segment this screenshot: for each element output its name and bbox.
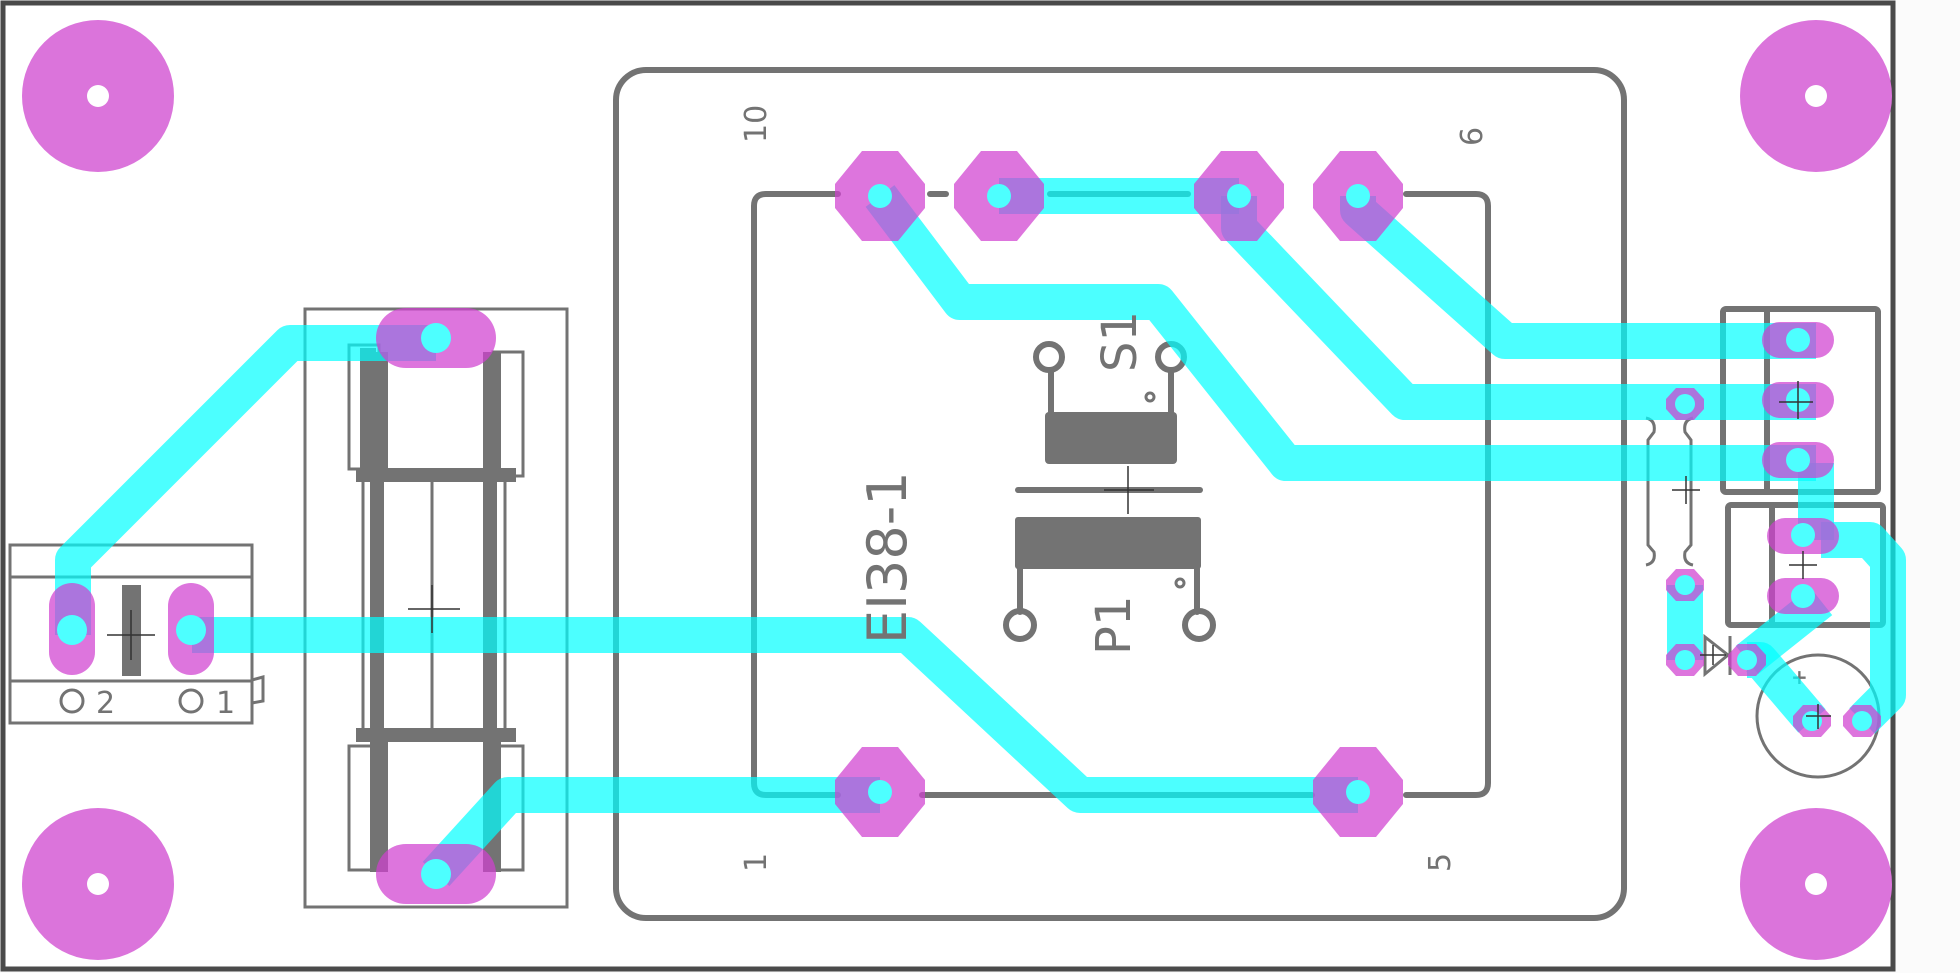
trace-pin10-to-connector <box>865 185 1816 481</box>
transformer-pad-1 <box>835 747 925 837</box>
capacitor-pad-plus <box>1793 705 1831 737</box>
trace-connector-to-capacitor <box>1821 522 1906 734</box>
resistor-pad-1 <box>1666 388 1704 420</box>
fuse-pad-top <box>376 308 496 368</box>
resistor-pad-2 <box>1666 569 1704 601</box>
button-designator: P1 <box>1086 596 1142 655</box>
diode-pad-anode <box>1666 644 1704 676</box>
transformer-pin-6-label: 6 <box>1455 127 1490 146</box>
transformer-outline <box>613 67 1627 921</box>
connector-small-pad-1 <box>1767 518 1839 554</box>
pin-2-marker <box>59 688 85 714</box>
transformer-pad-10 <box>835 151 925 241</box>
transformer-pad-9 <box>954 151 1044 241</box>
transformer-pin-1-label: 1 <box>739 853 774 872</box>
connector-small-pad-2 <box>1767 578 1839 614</box>
button-p1-outline <box>1003 517 1216 642</box>
terminal-pin-2-label: 2 <box>96 686 115 721</box>
board-outline <box>0 0 1896 972</box>
connector-right-pad-3 <box>1762 442 1834 478</box>
mounting-hole-bottom-left <box>22 808 174 960</box>
transformer-pad-6 <box>1313 151 1403 241</box>
transformer-pad-5 <box>1313 747 1403 837</box>
resistor-outline <box>1645 416 1694 567</box>
mounting-hole-bottom-right <box>1740 808 1892 960</box>
connector-right-pad-1 <box>1762 322 1834 358</box>
transformer-pin-5-label: 5 <box>1423 853 1458 872</box>
capacitor-pad-minus <box>1843 705 1881 737</box>
diode-pad-cathode <box>1728 644 1766 676</box>
transformer-pad-7 <box>1194 151 1284 241</box>
switch-designator: S1 <box>1092 311 1148 372</box>
transformer-pin-10-label: 10 <box>739 105 774 143</box>
terminal-pad-2 <box>49 583 95 675</box>
pin-1-marker <box>178 688 204 714</box>
mounting-hole-top-left <box>22 20 174 172</box>
terminal-pin-1-label: 1 <box>216 686 235 721</box>
fuse-pad-bottom <box>376 844 496 904</box>
transformer-pads <box>835 151 1403 837</box>
switch-s1-outline <box>1015 341 1203 493</box>
mounting-hole-top-right <box>1740 20 1892 172</box>
trace-terminal-to-transformer <box>192 617 1358 813</box>
terminal-pad-1 <box>168 583 214 675</box>
transformer-designator: EI38-1 <box>856 471 919 644</box>
origin-crosses <box>107 381 1831 729</box>
